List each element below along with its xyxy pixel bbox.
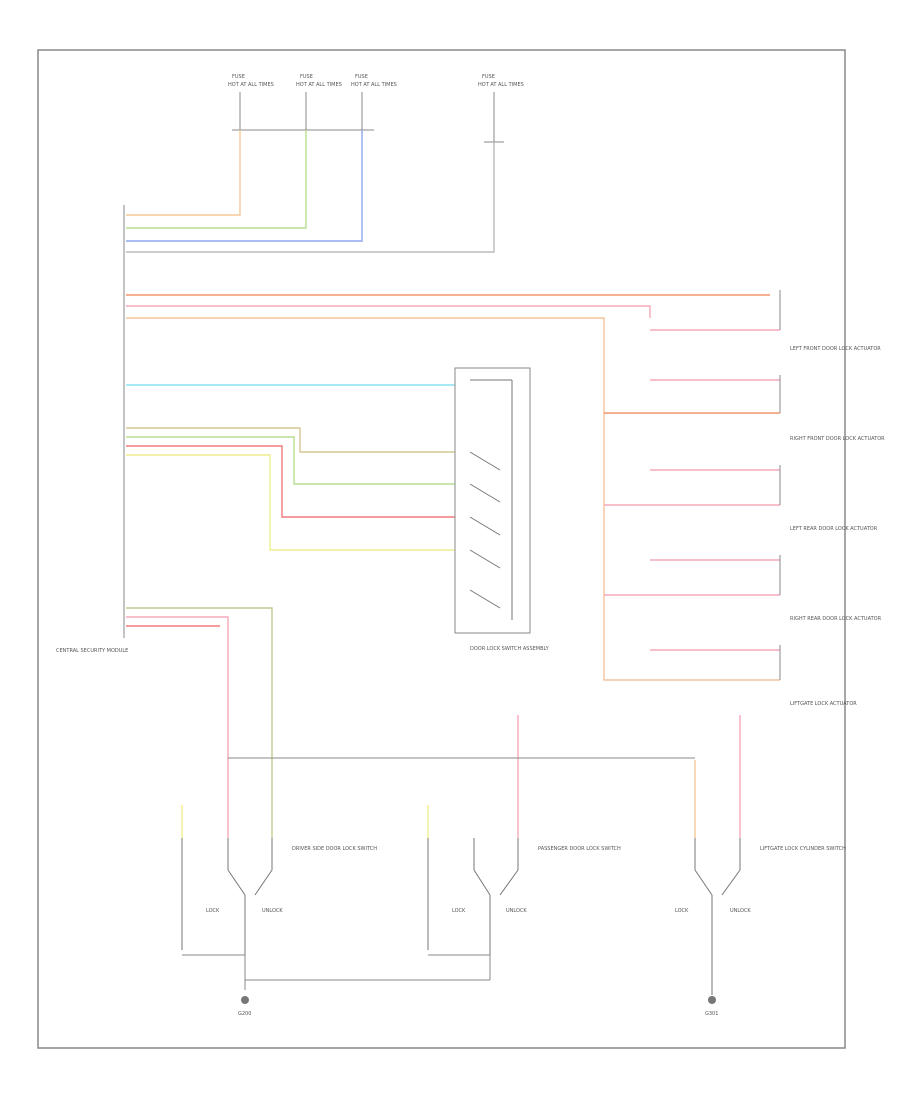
fuse-4: FUSE HOT AT ALL TIMES [478, 74, 524, 143]
fuse-2: FUSE HOT AT ALL TIMES [296, 74, 342, 130]
passenger-door-switch: PASSENGER DOOR LOCK SWITCH LOCK UNLOCK [427, 838, 621, 955]
liftgate-switch: LIFTGATE LOCK CYLINDER SWITCH LOCK UNLOC… [675, 838, 846, 995]
wire-red-sw [126, 445, 455, 518]
wires [126, 130, 780, 838]
fuse-3: FUSE HOT AT ALL TIMES [351, 74, 397, 130]
fuse-1: FUSE HOT AT ALL TIMES [228, 74, 274, 130]
door-switch-label-1: DRIVER SIDE DOOR LOCK SWITCH [292, 846, 377, 852]
fuse-2-sublabel: HOT AT ALL TIMES [296, 82, 342, 88]
ground-label-1: G200 [238, 1011, 251, 1017]
door-switch-label-2: PASSENGER DOOR LOCK SWITCH [538, 846, 621, 852]
ground-circuit: G200 G301 [182, 954, 718, 1017]
central-security-module: CENTRAL SECURITY MODULE [56, 205, 128, 654]
lock-label-2: LOCK [452, 908, 466, 914]
fuse-4-label: FUSE [482, 74, 495, 80]
fuse-3-label: FUSE [355, 74, 368, 80]
unlock-label-2: UNLOCK [506, 908, 527, 914]
unlock-label-1: UNLOCK [262, 908, 283, 914]
door-lock-switch-assembly: DOOR LOCK SWITCH ASSEMBLY [454, 367, 550, 652]
wire-orange-fuse [126, 130, 241, 216]
fuse-group: FUSE HOT AT ALL TIMES FUSE HOT AT ALL TI… [228, 74, 524, 143]
fuse-1-label: FUSE [232, 74, 245, 80]
wire-pink-main [126, 305, 651, 318]
lock-label-3: LOCK [675, 908, 689, 914]
ground-icon [708, 996, 716, 1004]
fuse-2-label: FUSE [300, 74, 313, 80]
wire-yellow-sw [126, 454, 455, 551]
actuator-label-1: LEFT FRONT DOOR LOCK ACTUATOR [790, 346, 881, 352]
wire-pink-down [126, 616, 229, 838]
wire-green-sw [126, 436, 455, 485]
wire-olive-down [126, 607, 273, 838]
diagram-frame [37, 49, 846, 1049]
actuator-label-3: LEFT REAR DOOR LOCK ACTUATOR [790, 526, 878, 532]
driver-door-switch: DRIVER SIDE DOOR LOCK SWITCH LOCK UNLOCK [181, 838, 377, 955]
wire-blue-fuse [126, 130, 363, 242]
actuator-label-4: RIGHT REAR DOOR LOCK ACTUATOR [790, 616, 882, 622]
wire-tan [126, 427, 455, 453]
unlock-label-3: UNLOCK [730, 908, 751, 914]
actuator-label-2: RIGHT FRONT DOOR LOCK ACTUATOR [790, 436, 885, 442]
ground-icon [241, 996, 249, 1004]
module-label: CENTRAL SECURITY MODULE [56, 648, 128, 654]
door-switch-label-3: LIFTGATE LOCK CYLINDER SWITCH [760, 846, 846, 852]
ground-label-2: G301 [705, 1011, 718, 1017]
fuse-4-sublabel: HOT AT ALL TIMES [478, 82, 524, 88]
wire-green-fuse [126, 130, 307, 229]
actuator-label-5: LIFTGATE LOCK ACTUATOR [790, 701, 857, 707]
wire-lightorange-main [126, 317, 780, 681]
fuse-3-sublabel: HOT AT ALL TIMES [351, 82, 397, 88]
actuators: LEFT FRONT DOOR LOCK ACTUATOR RIGHT FRON… [779, 290, 885, 707]
wire-gray-fuse [126, 142, 495, 253]
fuse-1-sublabel: HOT AT ALL TIMES [228, 82, 274, 88]
lock-label-1: LOCK [206, 908, 220, 914]
switch-block-label: DOOR LOCK SWITCH ASSEMBLY [470, 646, 550, 652]
